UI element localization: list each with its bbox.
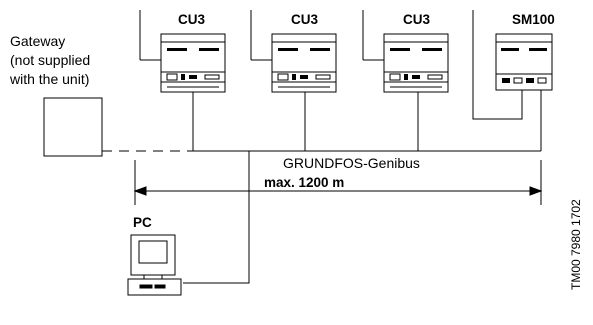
unit-label-cu3-2: CU3 [291,12,318,27]
unit-label-cu3-3: CU3 [403,12,430,27]
pc-label: PC [133,215,152,230]
distance-dimension [133,160,543,205]
sm100-unit [495,33,553,91]
figure-code: TM00 7980 1702 [569,199,583,290]
unit-label-sm100: SM100 [512,12,555,27]
bus-label: GRUNDFOS-Genibus [283,155,420,171]
distance-label: max. 1200 m [264,175,344,190]
sm100-loop [472,10,523,120]
gateway-label-line3: with the unit) [9,71,89,87]
cu3-unit-2 [271,33,337,93]
unit-label-cu3-1: CU3 [178,12,205,27]
genibus-bus [102,10,542,284]
cu3-unit-1 [160,33,226,93]
pc-computer-icon [127,234,182,296]
gateway-box [43,97,103,157]
gateway-label: Gateway (not supplied with the unit) [9,33,90,87]
pc-connection-line [183,151,250,284]
cu3-unit-3 [383,33,449,93]
gateway-label-line1: Gateway [10,33,65,49]
gateway-label-line2: (not supplied [10,52,90,68]
